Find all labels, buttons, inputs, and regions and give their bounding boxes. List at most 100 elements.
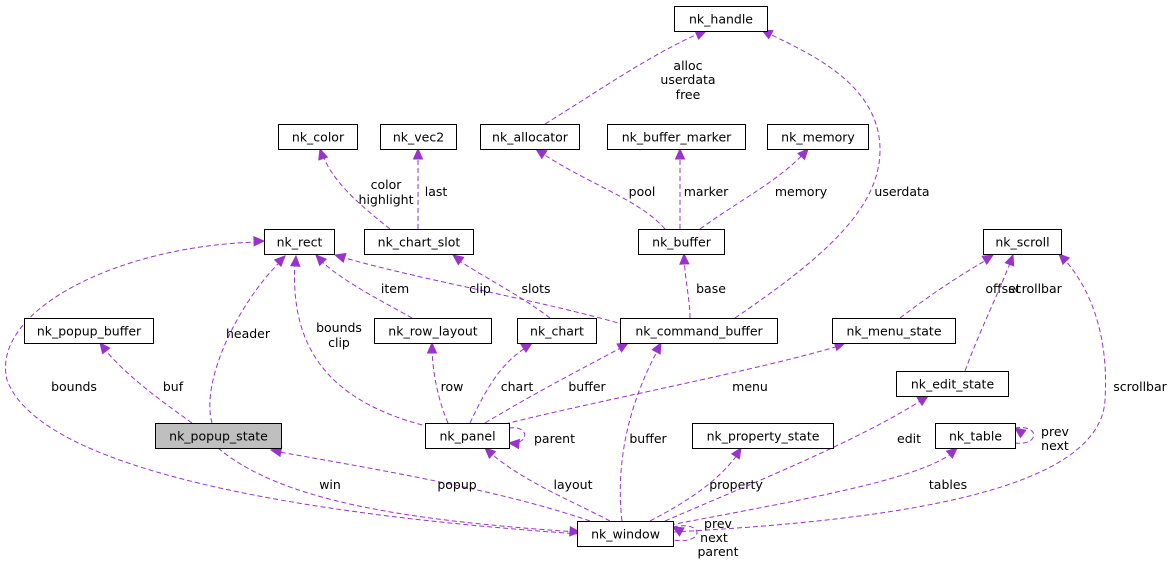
edge-label: prev xyxy=(1041,424,1069,439)
edge-label: free xyxy=(676,87,701,102)
edge-label: layout xyxy=(553,477,592,492)
node-box xyxy=(692,423,834,449)
node-nk-buffer-marker[interactable]: nk_buffer_marker xyxy=(607,124,746,150)
arrowhead xyxy=(694,30,708,40)
node-label: nk_popup_state xyxy=(169,429,268,444)
arrowhead xyxy=(1004,253,1015,267)
edge-label: edit xyxy=(897,431,921,446)
arrowhead xyxy=(679,252,690,265)
node-box xyxy=(767,124,869,150)
edge-nk_panel-to-nk_row_layout: row xyxy=(426,341,463,424)
node-box xyxy=(983,229,1062,255)
node-label: nk_scroll xyxy=(995,235,1049,250)
node-label: nk_row_layout xyxy=(388,324,477,339)
edge-label: next xyxy=(700,530,728,545)
node-box xyxy=(24,318,154,344)
edge-line xyxy=(539,151,666,230)
edge-label: menu xyxy=(732,379,768,394)
edge-label: clip xyxy=(328,335,350,350)
edge-label: item xyxy=(381,281,409,296)
edge-label: clip xyxy=(469,281,491,296)
arrowhead xyxy=(452,254,465,266)
node-nk-popup-state[interactable]: nk_popup_state xyxy=(155,423,282,449)
node-nk-popup-buffer[interactable]: nk_popup_buffer xyxy=(24,318,154,344)
node-label: nk_property_state xyxy=(707,429,820,444)
arrowhead xyxy=(289,254,301,267)
edge-line xyxy=(672,255,1107,533)
arrowhead xyxy=(1058,253,1071,266)
node-label: nk_allocator xyxy=(492,130,569,145)
edge-label: userdata xyxy=(874,184,929,199)
node-label: nk_menu_state xyxy=(846,324,941,339)
node-nk-buffer[interactable]: nk_buffer xyxy=(638,229,725,255)
edge-nk_window-to-nk_rect: bounds xyxy=(5,236,581,535)
node-label: nk_popup_buffer xyxy=(37,324,142,339)
node-label: nk_handle xyxy=(689,12,753,27)
edge-nk_panel-to-nk_chart: chart xyxy=(469,342,533,424)
node-nk-chart[interactable]: nk_chart xyxy=(517,318,597,344)
edge-label: scrollbar xyxy=(1113,379,1167,394)
node-nk-row-layout[interactable]: nk_row_layout xyxy=(374,318,492,344)
node-nk-menu-state[interactable]: nk_menu_state xyxy=(832,318,956,344)
edge-nk_panel-to-nk_command_buffer: buffer xyxy=(484,342,630,424)
edge-line xyxy=(504,344,843,425)
edge-nk_panel-to-nk_panel: parent xyxy=(507,427,575,450)
edge-line xyxy=(5,241,581,535)
edge-nk_popup_state-to-nk_rect: header xyxy=(209,255,286,424)
edge-line xyxy=(544,32,701,125)
arrowhead xyxy=(333,252,347,264)
node-nk-window[interactable]: nk_window xyxy=(577,521,674,547)
arrowhead xyxy=(569,526,582,537)
edge-nk_window-to-nk_panel: layout xyxy=(484,447,611,522)
node-box xyxy=(278,124,358,150)
edge-line xyxy=(669,450,956,526)
edge-line xyxy=(337,255,626,326)
edge-label: tables xyxy=(929,477,967,492)
node-nk-command-buffer[interactable]: nk_command_buffer xyxy=(620,318,778,344)
edge-label: bounds xyxy=(316,320,362,335)
node-nk-panel[interactable]: nk_panel xyxy=(425,423,510,449)
edge-line xyxy=(454,257,551,319)
edge-line xyxy=(293,259,431,428)
arrowhead xyxy=(945,447,958,459)
node-box xyxy=(638,229,725,255)
node-nk-vec2[interactable]: nk_vec2 xyxy=(380,124,457,150)
edge-line xyxy=(101,345,193,424)
node-nk-table[interactable]: nk_table xyxy=(935,423,1016,449)
node-nk-edit-state[interactable]: nk_edit_state xyxy=(896,371,1009,397)
edge-line xyxy=(619,345,661,522)
edge-nk_buffer-to-nk_allocator: pool xyxy=(534,148,666,230)
node-nk-color[interactable]: nk_color xyxy=(278,124,358,150)
node-box xyxy=(620,318,778,344)
node-box xyxy=(517,318,597,344)
node-box xyxy=(364,229,474,255)
node-label: nk_buffer_marker xyxy=(622,130,732,145)
edge-label: userdata xyxy=(660,72,715,87)
node-box xyxy=(935,423,1016,449)
edge-nk_command_buffer-to-nk_rect: clip xyxy=(333,252,626,326)
node-nk-scroll[interactable]: nk_scroll xyxy=(983,229,1062,255)
edge-nk_menu_state-to-nk_scroll: offset xyxy=(899,254,1021,319)
edge-nk_buffer-to-nk_memory: memory xyxy=(699,148,828,230)
node-nk-handle[interactable]: nk_handle xyxy=(674,6,768,32)
node-nk-property-state[interactable]: nk_property_state xyxy=(692,423,834,449)
arrowhead xyxy=(981,254,995,265)
edge-line xyxy=(209,259,283,424)
edge-label: memory xyxy=(775,184,828,199)
edge-line xyxy=(217,447,578,533)
edge-label: buffer xyxy=(568,379,606,394)
node-nk-allocator[interactable]: nk_allocator xyxy=(480,124,580,150)
node-nk-chart-slot[interactable]: nk_chart_slot xyxy=(364,229,474,255)
arrowhead xyxy=(412,147,424,160)
edge-line xyxy=(664,397,926,522)
node-label: nk_table xyxy=(949,429,1002,444)
edge-nk_chart-to-nk_chart_slot: slots xyxy=(452,254,551,319)
edge-label: color xyxy=(371,177,403,192)
node-box xyxy=(896,371,1009,397)
node-nk-rect[interactable]: nk_rect xyxy=(264,229,335,255)
edge-label: buf xyxy=(163,379,184,394)
node-nk-memory[interactable]: nk_memory xyxy=(767,124,869,150)
